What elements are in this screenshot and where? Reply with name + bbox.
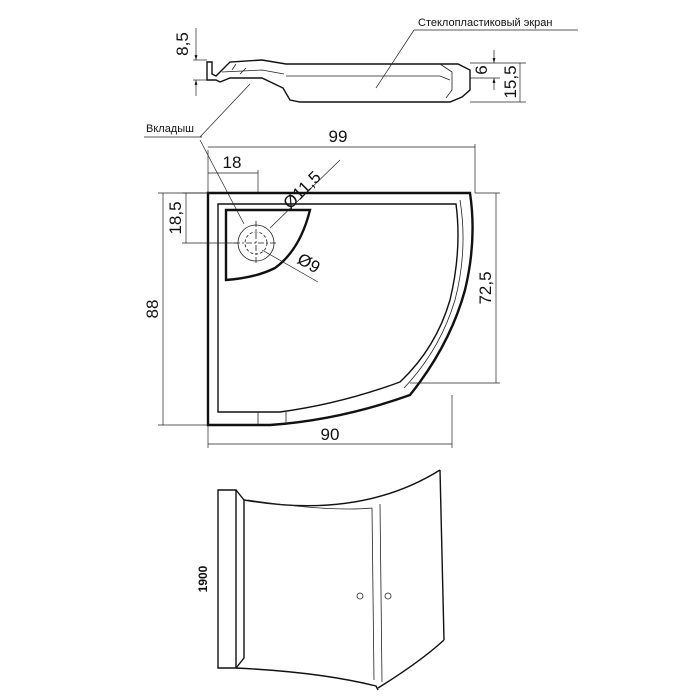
dim-90-label: 90 [321, 425, 340, 444]
dim-18-5-label: 18,5 [166, 201, 185, 234]
dim-8-5-label: 8,5 [173, 32, 192, 56]
tray-rim-detail [221, 63, 453, 99]
enclosure-curved-bottom-right [377, 639, 445, 689]
door-handle-right [384, 592, 392, 600]
screen-leader-diag [375, 29, 415, 89]
tray-side-profile [206, 59, 471, 103]
enclosure-left-frame [235, 489, 245, 669]
enclosure-inner-curve [247, 499, 373, 510]
door-right-edge [379, 503, 383, 683]
dim-9-leader [261, 249, 319, 283]
enclosure-curved-top [243, 469, 441, 507]
insert-leader-upper [199, 83, 251, 138]
tray-rim-line [403, 199, 464, 389]
dim-9-label: Ø9 [294, 249, 323, 277]
screen-label: Стеклопластиковый экран [418, 17, 553, 29]
insert-label: Вкладыш [146, 123, 194, 135]
side-profile-view: 8,5 6 15,5 Стеклопластиковый экран Вклад… [144, 17, 578, 225]
dim-6-label: 6 [472, 65, 491, 74]
dim-99-label: 99 [329, 127, 348, 146]
dim-88-label: 88 [143, 300, 162, 319]
tray-inner-rim [217, 203, 459, 413]
plan-view: 99 18 Ø11,5 Ø9 18,5 88 72,5 90 [143, 127, 500, 448]
door-left-edge [371, 507, 375, 681]
dim-15-5-label: 15,5 [501, 65, 520, 98]
dim-18-label: 18 [223, 153, 242, 172]
enclosure-left-panel [217, 489, 237, 669]
tray-inner-curve [286, 75, 451, 81]
dim-72-5-label: 72,5 [476, 271, 495, 304]
door-handle-left [356, 592, 364, 600]
dim-1900-label: 1900 [196, 565, 210, 592]
dim-11-5-leader [269, 159, 341, 229]
drain-insert [224, 208, 312, 282]
tray-outer-outline [206, 191, 474, 427]
tray-front-step [257, 412, 287, 425]
dim-11-5-label: Ø11,5 [279, 167, 324, 212]
enclosure-front-view: 1900 [196, 469, 445, 691]
enclosure-right-panel [439, 469, 445, 641]
enclosure-curved-bottom [235, 667, 379, 691]
